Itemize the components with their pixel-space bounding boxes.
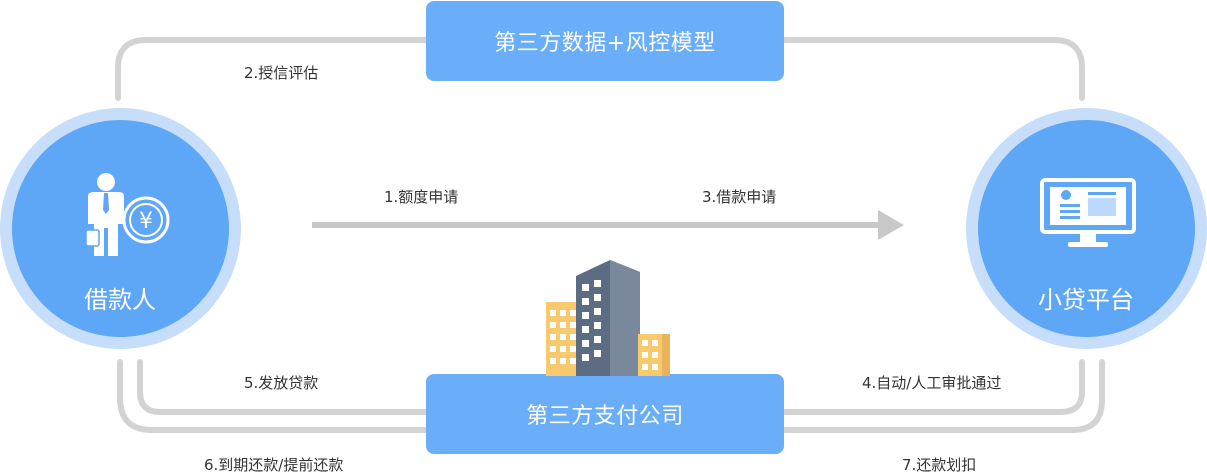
- payment-company-label: 第三方支付公司: [526, 404, 684, 429]
- svg-text:¥: ¥: [139, 209, 153, 234]
- step-label-6: 6.到期还款/提前还款: [204, 456, 344, 474]
- step-label-3: 3.借款申请: [702, 188, 777, 206]
- third-party-data-box: 第三方数据+风控模型: [426, 1, 784, 81]
- office-building-icon: [546, 260, 670, 376]
- outer-bottom-connector-left: [117, 359, 429, 433]
- top-connector: [115, 37, 429, 101]
- inner-bottom-connector-left: [137, 359, 429, 415]
- outer-bottom-connector-right: [781, 359, 1105, 433]
- step-label-1: 1.额度申请: [384, 188, 459, 206]
- step-label-7: 7.还款划扣: [902, 456, 977, 474]
- person-with-coin-icon: ¥: [85, 173, 170, 256]
- inner-bottom-connector-right: [781, 359, 1085, 415]
- platform-circle: [978, 120, 1195, 337]
- borrower-label: 借款人: [84, 286, 156, 314]
- step-label-2: 2.授信评估: [244, 64, 319, 82]
- payment-company-box: 第三方支付公司: [426, 374, 784, 454]
- platform-label: 小贷平台: [1038, 286, 1134, 314]
- third-party-data-label: 第三方数据+风控模型: [494, 31, 716, 56]
- main-arrow: [312, 210, 904, 240]
- top-connector-right: [781, 37, 1085, 101]
- borrower-circle: [12, 120, 229, 337]
- computer-monitor-icon: [1040, 178, 1136, 247]
- step-label-4: 4.自动/人工审批通过: [862, 374, 1002, 392]
- step-label-5: 5.发放贷款: [244, 374, 319, 392]
